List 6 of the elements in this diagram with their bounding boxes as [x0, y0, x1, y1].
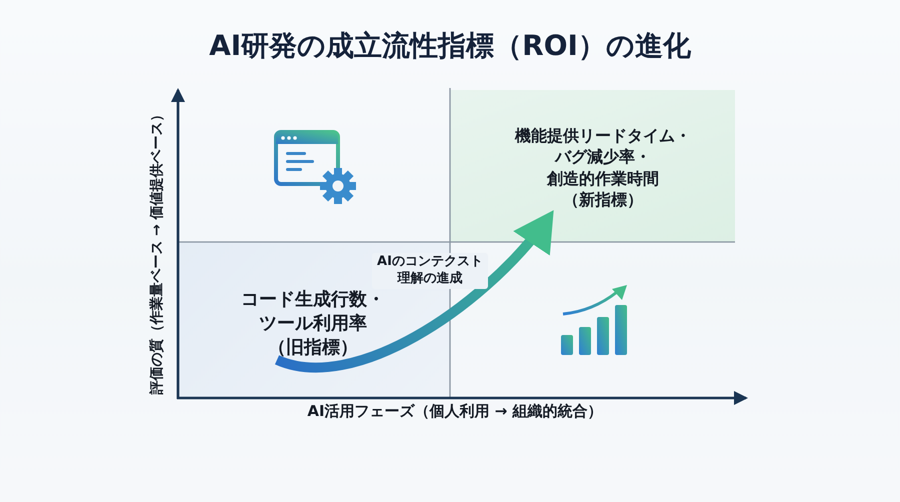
axis-label: AI活用フェーズ（個人利用 → 組織的統合）: [307, 402, 603, 422]
metric-label: コード生成行数・ツール利用率（旧指標）: [241, 288, 385, 360]
metric-label: 機能提供リードタイム・バグ減少率・創造的作業時間（新指標）: [515, 125, 691, 210]
title: AI研発の成立流性指標（ROI）の進化: [209, 28, 691, 63]
edge-label: AIのコンテクスト理解の進成: [372, 253, 488, 289]
axis-label: 評価の質（作業量ベース → 価値提供ベース）: [148, 107, 166, 395]
